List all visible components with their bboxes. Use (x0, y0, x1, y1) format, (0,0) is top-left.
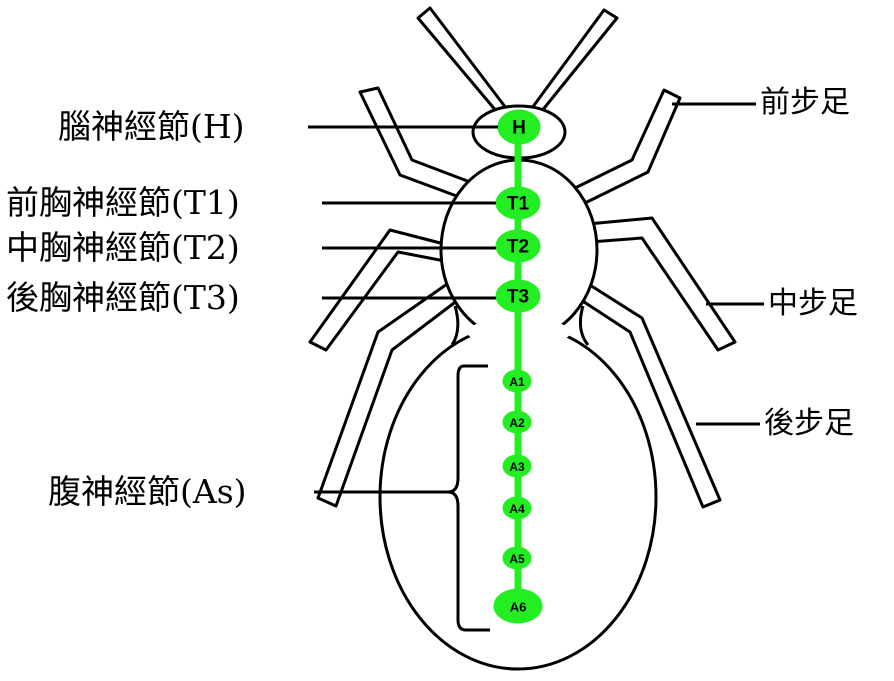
right-mid-leg (588, 218, 735, 350)
ganglion-label-a3: A3 (509, 460, 525, 474)
right-fore-leg (575, 90, 680, 203)
ganglion-label-a5: A5 (509, 552, 525, 566)
ganglion-label-t2: T2 (507, 237, 529, 258)
label-mesothoracic-ganglion: 中胸神經節(T2) (6, 231, 240, 264)
left-antenna (418, 8, 506, 112)
ganglion-label-a4: A4 (509, 502, 525, 516)
ganglion-label-a1: A1 (509, 375, 525, 389)
label-abdominal-ganglia: 腹神經節(As) (48, 475, 247, 508)
label-hind-leg: 後步足 (764, 409, 854, 439)
ganglion-label-t1: T1 (507, 194, 530, 215)
ganglion-label-t3: T3 (507, 287, 529, 308)
ganglion-label-a2: A2 (509, 416, 525, 430)
label-fore-leg: 前步足 (760, 88, 850, 118)
label-prothoracic-ganglion: 前胸神經節(T1) (6, 186, 240, 219)
label-mid-leg: 中步足 (768, 289, 858, 319)
ganglion-label-h: H (512, 118, 526, 139)
ganglion-label-a6: A6 (510, 600, 527, 615)
label-metathoracic-ganglion: 後胸神經節(T3) (6, 281, 240, 314)
left-fore-leg (360, 88, 470, 198)
right-antenna (532, 10, 617, 112)
label-brain-ganglion: 腦神經節(H) (58, 110, 245, 143)
